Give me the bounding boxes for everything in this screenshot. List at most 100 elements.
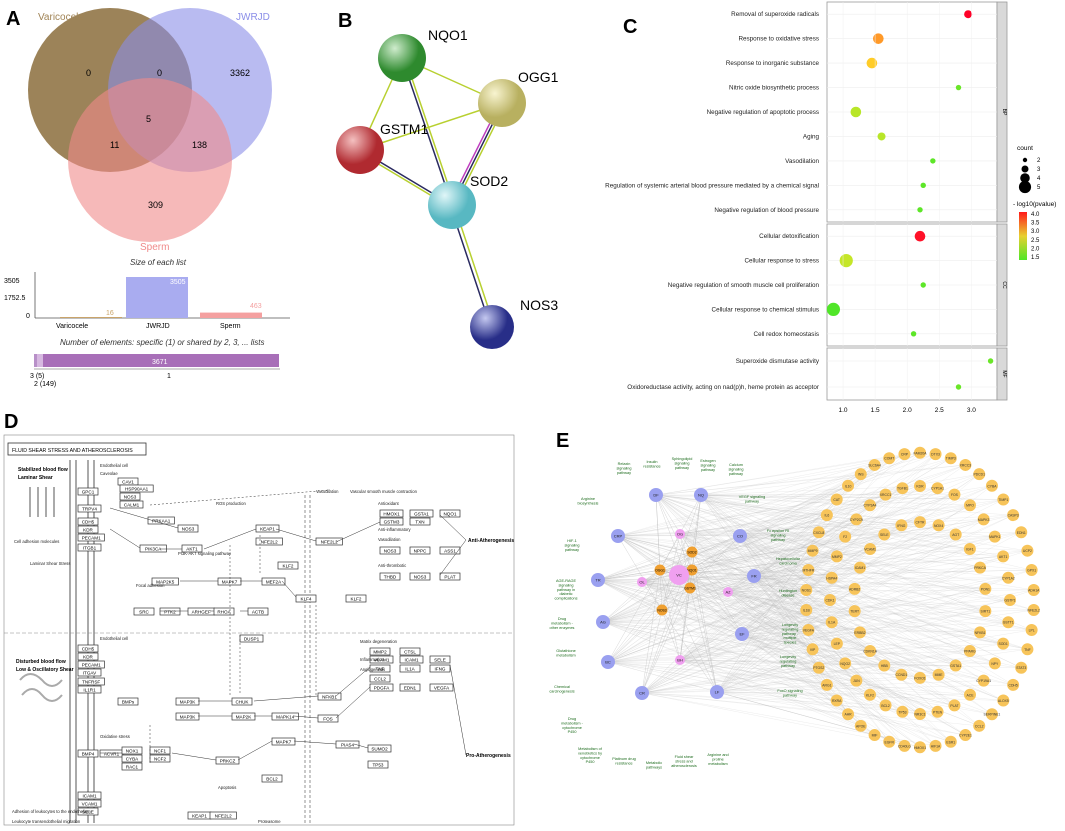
gene-box [215, 756, 240, 765]
network-edge [641, 674, 939, 694]
gene-box [77, 525, 99, 534]
network-edge [727, 591, 956, 666]
network-edge [741, 499, 837, 635]
network-edge [689, 587, 718, 693]
network-edge [641, 610, 855, 694]
network-edge [700, 464, 966, 496]
target-node [812, 526, 825, 539]
target-node [997, 550, 1010, 563]
disease-node [601, 655, 615, 669]
disease-label: EF [739, 632, 745, 637]
kegg-pathway-map: FLUID SHEAR STRESS AND ATHEROSCLEROSISSt… [3, 434, 514, 826]
disturbed-flow-arrow [19, 673, 63, 702]
target-label: XRCC3 [960, 463, 972, 467]
network-edge [741, 485, 921, 635]
gene-box-label: KLF2 [351, 597, 362, 602]
elements-bar-3 [34, 354, 37, 367]
network-edge [641, 692, 890, 742]
ppi-network: NQO1 OGG1 GSTM1 SOD2 NOS3 [336, 27, 559, 349]
network-edge [678, 485, 849, 576]
target-node [802, 623, 815, 636]
network-edge [641, 499, 837, 694]
gene-box-label: GSTA1 [414, 512, 429, 517]
node-sod2 [428, 181, 476, 229]
network-edge [607, 485, 849, 663]
gene-box [239, 634, 264, 643]
gene-box [77, 749, 99, 758]
target-label: FOS [951, 493, 959, 497]
network-edge [602, 599, 831, 623]
x-tick-label: 1.0 [839, 407, 848, 414]
network-edge [597, 579, 980, 726]
facet-label: CC [1001, 281, 1007, 289]
gene-box [77, 791, 102, 800]
disease-label: OG [677, 532, 683, 537]
network-edge [741, 569, 1032, 635]
target-label: NR3C1 [914, 713, 925, 717]
network-edge [679, 494, 955, 535]
target-label: AGT [952, 533, 959, 537]
gene-box [379, 546, 401, 555]
map-label: ROS production [216, 501, 246, 506]
gene-box-label: HMOX1 [383, 512, 400, 517]
map-connector [439, 514, 467, 541]
network-edge [617, 535, 693, 553]
gene-box [317, 692, 342, 701]
network-edge [753, 575, 1014, 686]
target-node [830, 493, 843, 506]
gene-box-label: CDH5 [82, 520, 95, 525]
target-node [997, 637, 1010, 650]
network-edge [641, 536, 846, 694]
network-edge [641, 569, 661, 694]
network-edge [716, 691, 1004, 701]
target-label: IL6 [825, 514, 830, 518]
network-edge [607, 661, 921, 715]
network-edge [641, 474, 861, 583]
network-edge [753, 575, 871, 695]
color-legend-tick: 2.0 [1031, 246, 1040, 252]
target-node [985, 479, 998, 492]
gene-box [77, 644, 99, 653]
target-label: IL1A [828, 621, 836, 625]
map-label: Anti-inflammatory [378, 527, 411, 532]
gene-box [409, 517, 431, 526]
network-edge [655, 494, 986, 612]
gene-box-label: ARHGEF [192, 610, 211, 615]
facet-label: MF [1001, 370, 1007, 377]
target-label: PTEN [933, 710, 943, 714]
network-edge [597, 488, 903, 581]
color-legend-tick: 1.5 [1031, 255, 1040, 261]
size-legend-dot [1021, 165, 1029, 173]
gene-box [429, 664, 451, 673]
network-edge [727, 485, 992, 593]
target-node [1025, 564, 1038, 577]
x-tick-label: 1.5 [871, 407, 880, 414]
network-edge [607, 532, 1022, 663]
target-label: APOE [856, 724, 866, 728]
gene-box [231, 697, 253, 706]
gene-box-label: IFNG [435, 667, 446, 672]
node-label-gstm1: GSTM1 [380, 121, 428, 137]
gene-box [345, 594, 367, 603]
size-ytick-1: 1752.5 [4, 295, 26, 302]
map-connector [335, 686, 371, 719]
network-edge [659, 535, 741, 571]
target-label: EGFR [885, 740, 895, 744]
target-node [949, 659, 962, 672]
network-edge [679, 474, 861, 535]
target-label: STAT3 [1016, 666, 1026, 670]
gene-box-label: NCF2 [154, 757, 166, 762]
gene-box [399, 655, 424, 664]
gene-box-label: PIK3CA [145, 547, 162, 552]
gene-box-label: MAP3K [180, 715, 197, 720]
network-edge [679, 505, 871, 661]
term-dot [955, 384, 962, 390]
target-node [1027, 604, 1040, 617]
gene-box-label: VEGFA [434, 686, 450, 691]
network-edge [741, 633, 936, 746]
gene-box-label: NOS3 [414, 575, 427, 580]
target-node [863, 688, 876, 701]
gene-box [335, 740, 360, 749]
